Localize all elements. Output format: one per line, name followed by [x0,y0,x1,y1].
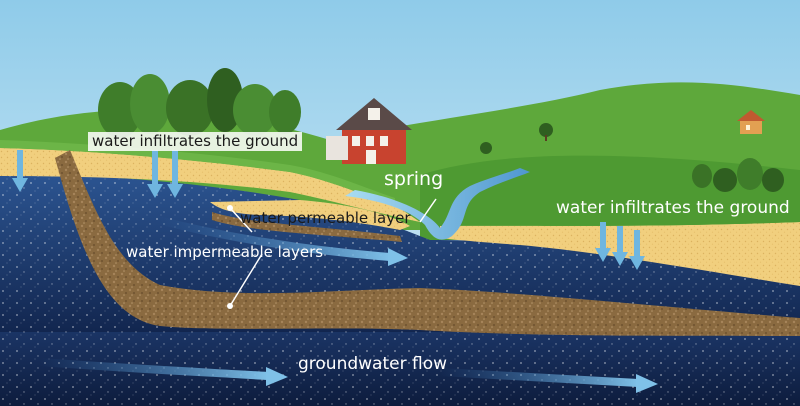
permeable-layer-wedge [210,200,410,230]
label-spring: spring [384,168,444,190]
impermeable-layer-band [55,150,800,336]
leader-lines [229,198,437,307]
down-arrow-icon [12,150,28,192]
tree-icon [480,123,553,154]
flow-arrow-icon [157,216,408,266]
flow-arrow-icon [39,358,288,386]
grass-right-edge [440,214,800,226]
label-infiltrate-right: water infiltrates the ground [556,198,790,218]
impermeable-layer-thin [212,212,402,242]
house-icon [737,110,765,134]
label-impermeable-layers: water impermeable layers [126,243,324,261]
label-permeable-layer: water permeable layer [240,209,411,227]
tree-icon [692,158,784,192]
label-groundwater-flow: groundwater flow [298,354,447,374]
down-arrow-icon [595,222,611,262]
label-infiltrate-left: water infiltrates the ground [88,132,303,151]
down-arrow-icon [167,150,183,198]
tree-icon [98,68,301,138]
house-icon [326,98,412,164]
grass-left [0,140,395,205]
spring-stream [345,168,530,240]
sand-layer-left [0,148,420,222]
leader-dots [227,205,233,309]
flow-arrow-icon [439,368,658,393]
down-arrow-icon [612,226,628,266]
down-arrow-icon [629,230,645,270]
down-arrow-icon [147,150,163,198]
